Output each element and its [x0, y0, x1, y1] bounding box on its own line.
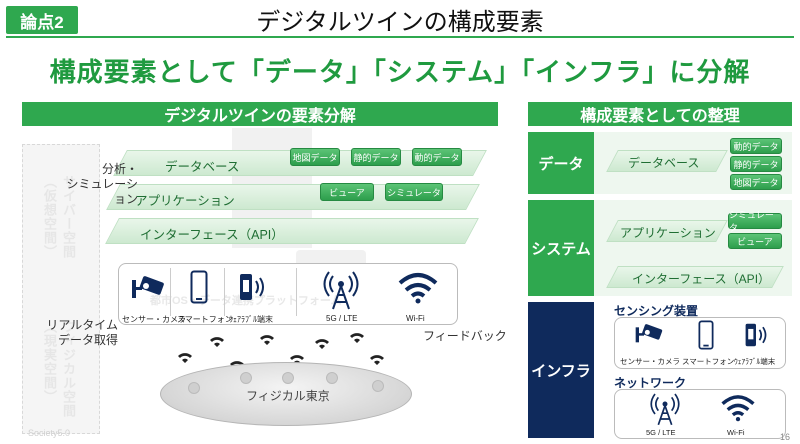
rp-network-box: [614, 389, 786, 439]
chip-viewer: ビューア: [320, 183, 374, 201]
wearable-icon: [236, 272, 268, 302]
camera-icon: [634, 322, 664, 346]
antenna-icon: [650, 392, 680, 426]
platform-dot: [240, 372, 252, 384]
rp-caption-wifi: Wi-Fi: [727, 428, 745, 437]
feedback-label: フィードバック: [423, 329, 507, 343]
ghost-frame: [22, 144, 100, 434]
rp-database-label: データベース: [628, 156, 700, 170]
device-divider: [224, 268, 225, 316]
rp-chip-simulator: シミュレータ: [728, 210, 782, 233]
page-number: 16: [780, 432, 791, 442]
chip-map-data: 地図データ: [290, 148, 340, 166]
wifi-icon: [397, 272, 439, 304]
page-title: デジタルツインの構成要素: [256, 9, 544, 36]
rp-chip-dynamic: 動的データ: [730, 138, 782, 154]
device-divider: [296, 268, 297, 316]
chip-static-data: 静的データ: [351, 148, 401, 166]
wifi-icon: [720, 394, 756, 422]
wearable-icon: [742, 322, 770, 348]
platform-dot: [326, 372, 338, 384]
topic-tag: 論点2: [6, 6, 78, 34]
left-section-title: デジタルツインの要素分解: [22, 102, 498, 126]
device-divider: [170, 268, 171, 316]
layer-api-label: インターフェース（API）: [140, 228, 284, 242]
antenna-icon: [323, 270, 359, 310]
side-label-analysis: 分析・ シミュレーション: [66, 162, 138, 206]
ghost-cyber-text: サイバー空間（仮想空間）: [42, 175, 76, 259]
category-system: システム: [528, 200, 594, 296]
platform-label: フィジカル東京: [246, 389, 330, 403]
category-infra: インフラ: [528, 302, 594, 438]
rp-caption-sensor-camera: センサー・カメラ: [620, 357, 680, 366]
caption-smartphone: スマートフォン: [177, 315, 233, 324]
caption-wifi: Wi-Fi: [406, 314, 425, 323]
devices-box: [118, 263, 458, 325]
platform-dot: [282, 372, 294, 384]
caption-wearable: ｳｪｱﾗﾌﾞﾙ端末: [229, 315, 273, 324]
right-section-title: 構成要素としての整理: [528, 102, 792, 126]
rp-chip-viewer: ビューア: [728, 233, 782, 249]
smartphone-icon: [698, 320, 714, 350]
layer-application-label: アプリケーション: [135, 194, 235, 208]
rp-api-label: インターフェース（API）: [632, 272, 771, 286]
rp-caption-wearable: ｳｪｱﾗﾌﾞﾙ端末: [734, 357, 776, 366]
headline: 構成要素として「データ」「システム」「インフラ」に分解: [49, 57, 751, 87]
camera-icon: [130, 274, 166, 302]
category-data: データ: [528, 132, 594, 194]
layer-database-label: データベース: [165, 160, 240, 174]
smartphone-icon: [190, 270, 208, 304]
chip-dynamic-data: 動的データ: [412, 148, 462, 166]
rp-chip-static: 静的データ: [730, 156, 782, 172]
ghost-physical-text: フィジカル空間（現実空間）: [42, 320, 76, 418]
sensing-title: センシング装置: [614, 304, 699, 318]
chip-simulator: シミュレータ: [385, 183, 443, 201]
signal-cluster: [170, 332, 400, 382]
rp-chip-map: 地図データ: [730, 174, 782, 190]
platform-dot: [188, 382, 200, 394]
platform-dot: [372, 380, 384, 392]
rp-caption-smartphone: スマートフォン: [682, 357, 735, 366]
caption-5g-lte: 5G / LTE: [326, 314, 358, 323]
rp-application-label: アプリケーション: [620, 226, 716, 240]
caption-sensor-camera: センサー・カメラ: [122, 315, 186, 324]
network-title: ネットワーク: [614, 376, 687, 390]
watermark: Society5.0: [28, 428, 71, 438]
rp-caption-5g-lte: 5G / LTE: [646, 428, 676, 437]
side-label-realtime: リアルタイム データ取得: [46, 318, 118, 347]
title-divider: [6, 36, 794, 38]
